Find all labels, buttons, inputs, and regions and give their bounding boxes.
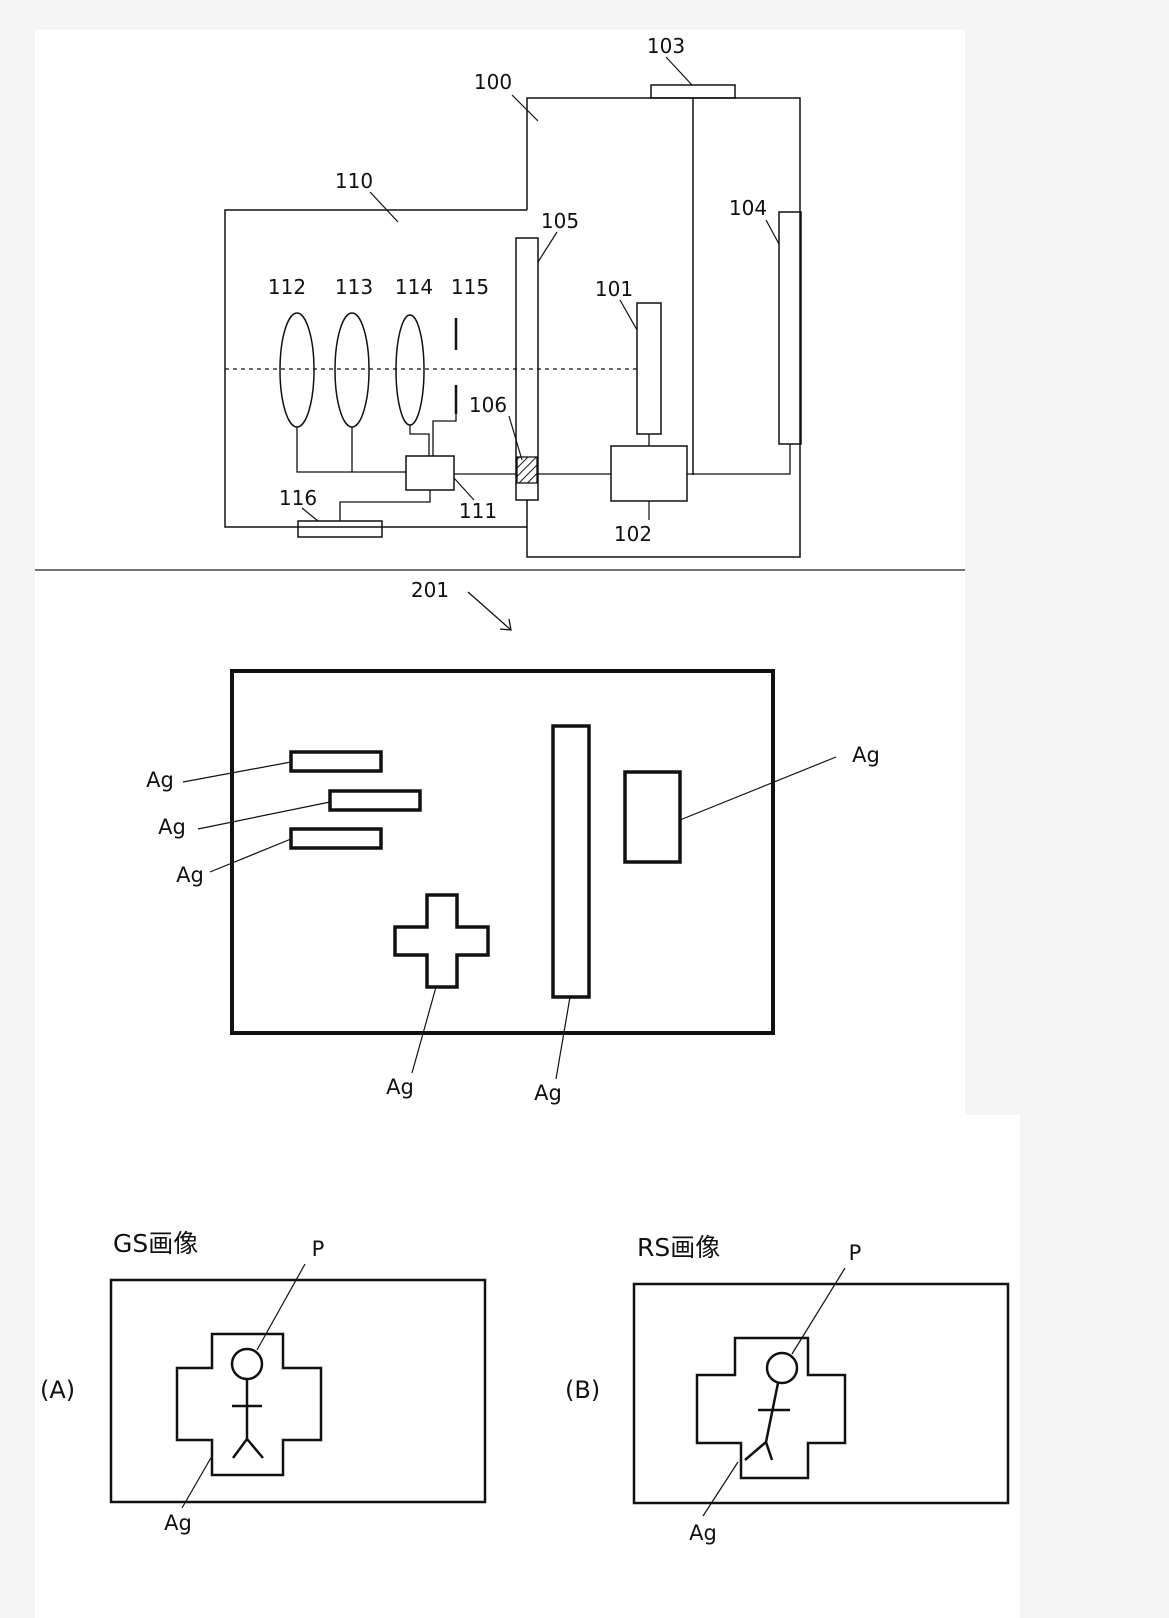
- label-115: 115: [451, 275, 489, 299]
- rs-label-ag: Ag: [689, 1521, 717, 1545]
- shutter-button: [650, 84, 736, 99]
- gs-label-ag: Ag: [164, 1511, 192, 1535]
- area-tall-bar: [551, 724, 591, 999]
- leader-ag-1: [182, 761, 292, 783]
- gs-image-frame: [109, 1278, 487, 1504]
- label-116: 116: [279, 486, 317, 510]
- leader-ag-5: [411, 986, 437, 1074]
- gs-image-title: GS画像: [113, 1229, 198, 1258]
- label-113: 113: [335, 275, 373, 299]
- gs-leader-p: [256, 1263, 306, 1351]
- rs-image-frame: [632, 1282, 1010, 1505]
- label-105: 105: [541, 209, 579, 233]
- label-ag-1: Ag: [146, 768, 174, 792]
- label-ag-5: Ag: [386, 1075, 414, 1099]
- rs-label-p: P: [849, 1241, 862, 1265]
- label-201: 201: [411, 578, 449, 602]
- rs-image-title: RS画像: [637, 1233, 720, 1262]
- label-ag-4: Ag: [852, 743, 880, 767]
- leader-110: [369, 191, 399, 223]
- wire-115: [432, 414, 457, 456]
- figure-1-camera-block: 103 100 110 105 104 112 113 114 115 101 …: [224, 34, 802, 558]
- label-ag-3: Ag: [176, 863, 204, 887]
- rs-person-leg-right: [764, 1441, 774, 1461]
- camera-body-outline: [526, 97, 801, 558]
- gs-person-leg-left: [231, 1438, 249, 1459]
- leader-101: [619, 299, 638, 331]
- rs-person-body: [764, 1382, 780, 1443]
- label-111: 111: [459, 499, 497, 523]
- wire-114: [409, 425, 430, 456]
- label-100: 100: [474, 70, 512, 94]
- leader-ag-6: [555, 996, 571, 1080]
- label-101: 101: [595, 277, 633, 301]
- figure-3b-rs-image: RS画像 (B) P Ag: [565, 1233, 1010, 1545]
- display-104: [778, 211, 802, 445]
- gs-person-leg-right: [246, 1438, 264, 1459]
- area-bar-3: [289, 827, 383, 850]
- gs-person-figure: [230, 1347, 264, 1459]
- panel-a-tag: (A): [40, 1376, 75, 1404]
- image-frame-201: [230, 669, 775, 1035]
- leader-111: [453, 477, 475, 501]
- area-bar-2: [328, 789, 422, 812]
- leader-100: [511, 94, 539, 122]
- rs-leader-p: [791, 1267, 846, 1355]
- panel-b-tag: (B): [565, 1376, 600, 1404]
- area-cross: [393, 893, 490, 989]
- wire-112: [296, 427, 406, 473]
- label-110: 110: [335, 169, 373, 193]
- label-112: 112: [268, 275, 306, 299]
- processor-102: [610, 445, 688, 502]
- figure-2-panel: [35, 570, 965, 1115]
- wire-111-116: [339, 490, 431, 521]
- mount-panel-105: [515, 237, 539, 501]
- leader-104: [765, 219, 780, 245]
- label-102: 102: [614, 522, 652, 546]
- arrow-201-head: [499, 618, 512, 631]
- figure-2-image-frame: 201 Ag Ag Ag Ag Ag Ag: [146, 578, 880, 1105]
- gs-leader-ag: [181, 1455, 213, 1509]
- part-116: [297, 520, 383, 538]
- leader-ag-2: [197, 801, 331, 830]
- leader-116: [301, 507, 319, 522]
- leader-105: [537, 231, 558, 263]
- leader-103: [665, 56, 693, 86]
- gs-label-p: P: [312, 1237, 325, 1261]
- rs-area-cross-skewed: [695, 1336, 847, 1480]
- rs-leader-ag: [702, 1461, 739, 1517]
- leader-ag-3: [209, 838, 292, 873]
- label-103: 103: [647, 34, 685, 58]
- wire-102-104: [687, 444, 791, 475]
- label-ag-6: Ag: [534, 1081, 562, 1105]
- gs-person-head: [230, 1347, 264, 1381]
- lens-114: [395, 314, 425, 426]
- lens-113: [334, 312, 370, 428]
- figure-3-panel: [35, 1115, 1020, 1618]
- label-ag-2: Ag: [158, 815, 186, 839]
- image-sensor-101: [636, 302, 662, 435]
- label-104: 104: [729, 196, 767, 220]
- label-114: 114: [395, 275, 433, 299]
- rs-person-head: [765, 1351, 799, 1385]
- leader-ag-4: [679, 756, 837, 821]
- figure-3a-gs-image: GS画像 (A) P Ag: [40, 1229, 487, 1535]
- area-small-rect: [623, 770, 682, 864]
- figure-1-panel: [35, 30, 965, 570]
- area-bar-1: [289, 750, 383, 773]
- leader-106: [508, 415, 523, 461]
- gs-area-cross: [175, 1332, 323, 1477]
- rs-person-figure: [744, 1351, 799, 1461]
- label-106: 106: [469, 393, 507, 417]
- contact-106: [516, 456, 538, 484]
- rs-person-leg-left: [744, 1441, 767, 1461]
- lens-controller-111: [405, 455, 455, 491]
- lens-112: [279, 312, 315, 428]
- arrow-201-shaft: [467, 591, 512, 631]
